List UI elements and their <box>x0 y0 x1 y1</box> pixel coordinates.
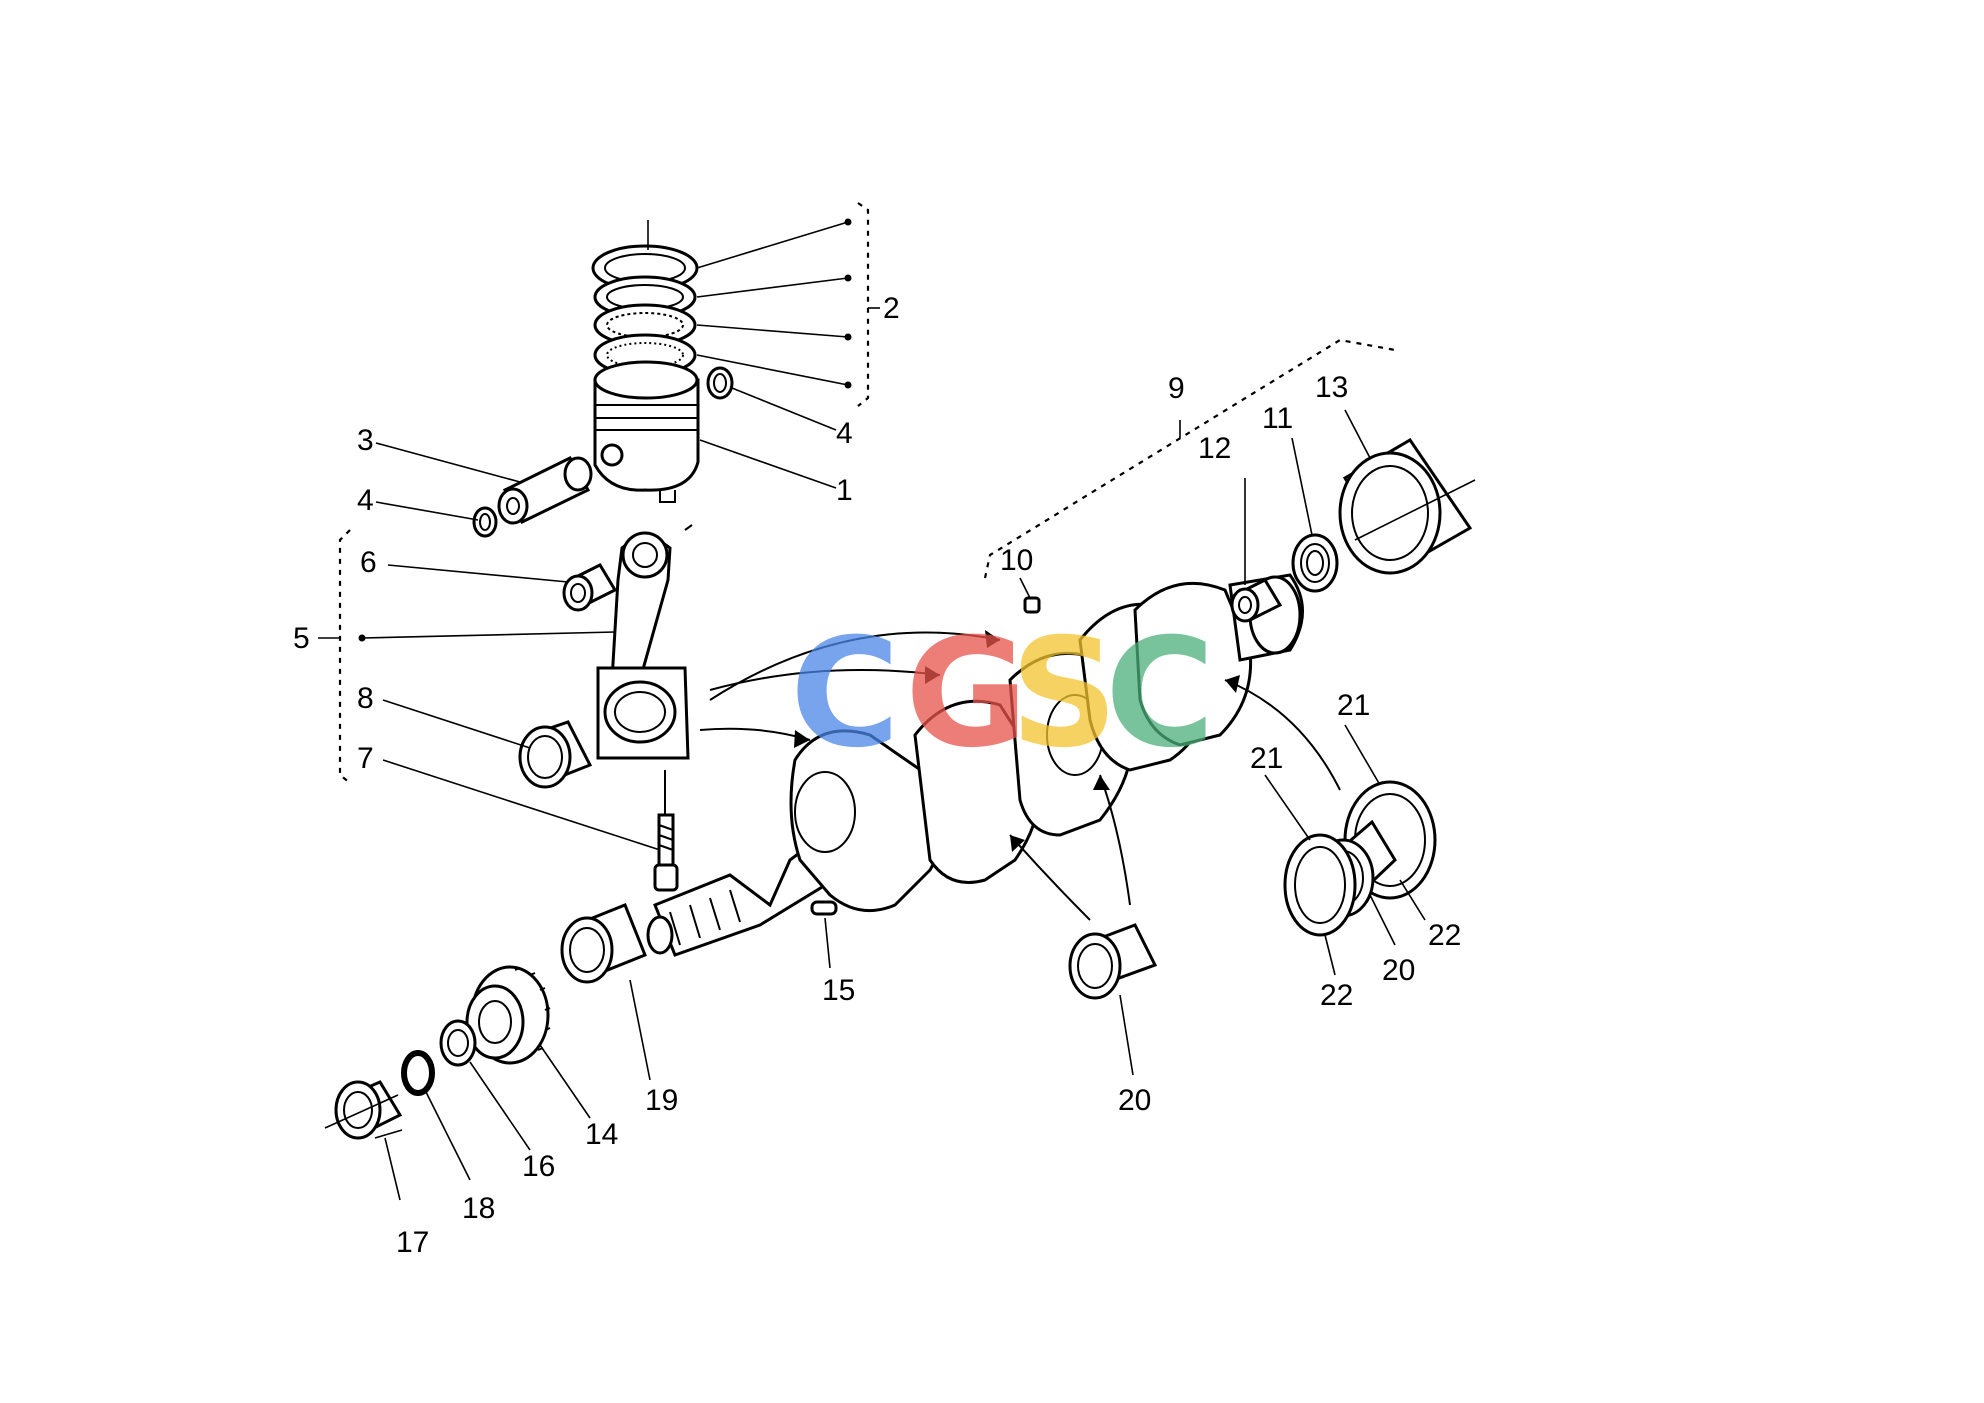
spacer-washer <box>439 1019 477 1067</box>
callout-16: 16 <box>522 1150 555 1183</box>
group-brackets <box>318 202 1396 784</box>
callout-19: 19 <box>645 1084 678 1117</box>
callout-3: 3 <box>357 424 374 457</box>
callout-12: 12 <box>1198 432 1231 465</box>
watermark-letter-3: S <box>1010 607 1118 781</box>
piston <box>593 360 700 503</box>
o-ring <box>401 1050 435 1096</box>
watermark-letter-4: C <box>1105 607 1215 781</box>
rear-oil-seal <box>1291 533 1339 593</box>
piston-rings <box>591 220 699 377</box>
dowel-pin <box>1023 596 1041 614</box>
woodruff-key <box>810 900 838 916</box>
main-bearing-center <box>1068 923 1158 1000</box>
callout-21b: 21 <box>1337 689 1370 722</box>
callout-1: 1 <box>836 474 853 507</box>
pilot-bushing <box>1230 578 1283 623</box>
big-end-bearing <box>518 720 593 789</box>
callout-15: 15 <box>822 974 855 1007</box>
callout-22b: 22 <box>1428 919 1461 952</box>
front-main-bearing <box>560 903 647 984</box>
callout-18: 18 <box>462 1192 495 1225</box>
assembly-arrows <box>699 630 1341 921</box>
watermark-letter-2: G <box>905 607 1028 781</box>
callout-21a: 21 <box>1250 742 1283 775</box>
callout-6: 6 <box>360 546 377 579</box>
crankshaft <box>646 573 1304 957</box>
callout-8: 8 <box>357 682 374 715</box>
callout-20b: 20 <box>1382 954 1415 987</box>
small-end-bushing <box>562 563 618 612</box>
leader-lines <box>358 218 1426 1201</box>
callout-labels: 1 2 3 4 4 5 6 7 8 9 10 11 12 13 14 15 16… <box>293 292 1461 1259</box>
callout-4a: 4 <box>357 484 374 517</box>
connecting-rod <box>596 524 693 760</box>
callout-22a: 22 <box>1320 979 1353 1012</box>
callout-7: 7 <box>357 742 374 775</box>
callout-17: 17 <box>396 1226 429 1259</box>
callout-5: 5 <box>293 622 310 655</box>
callout-14: 14 <box>585 1118 618 1151</box>
callout-13: 13 <box>1315 371 1348 404</box>
callout-2: 2 <box>883 292 900 325</box>
callout-11: 11 <box>1262 402 1293 435</box>
callout-20a: 20 <box>1118 1084 1151 1117</box>
snap-ring-left <box>472 506 498 538</box>
watermark: C G S C <box>790 607 1215 781</box>
crankshaft-gear <box>465 965 551 1065</box>
rod-bolt <box>653 770 679 892</box>
callout-9: 9 <box>1168 372 1185 405</box>
seal-retainer <box>1338 437 1476 575</box>
callout-10: 10 <box>1000 544 1033 577</box>
snap-ring-right <box>706 366 734 400</box>
piston-pin <box>497 456 593 525</box>
front-collar <box>324 1080 403 1140</box>
callout-4b: 4 <box>836 417 853 450</box>
watermark-letter-1: C <box>790 607 900 781</box>
thrust-bearing-assembly <box>1283 780 1437 937</box>
